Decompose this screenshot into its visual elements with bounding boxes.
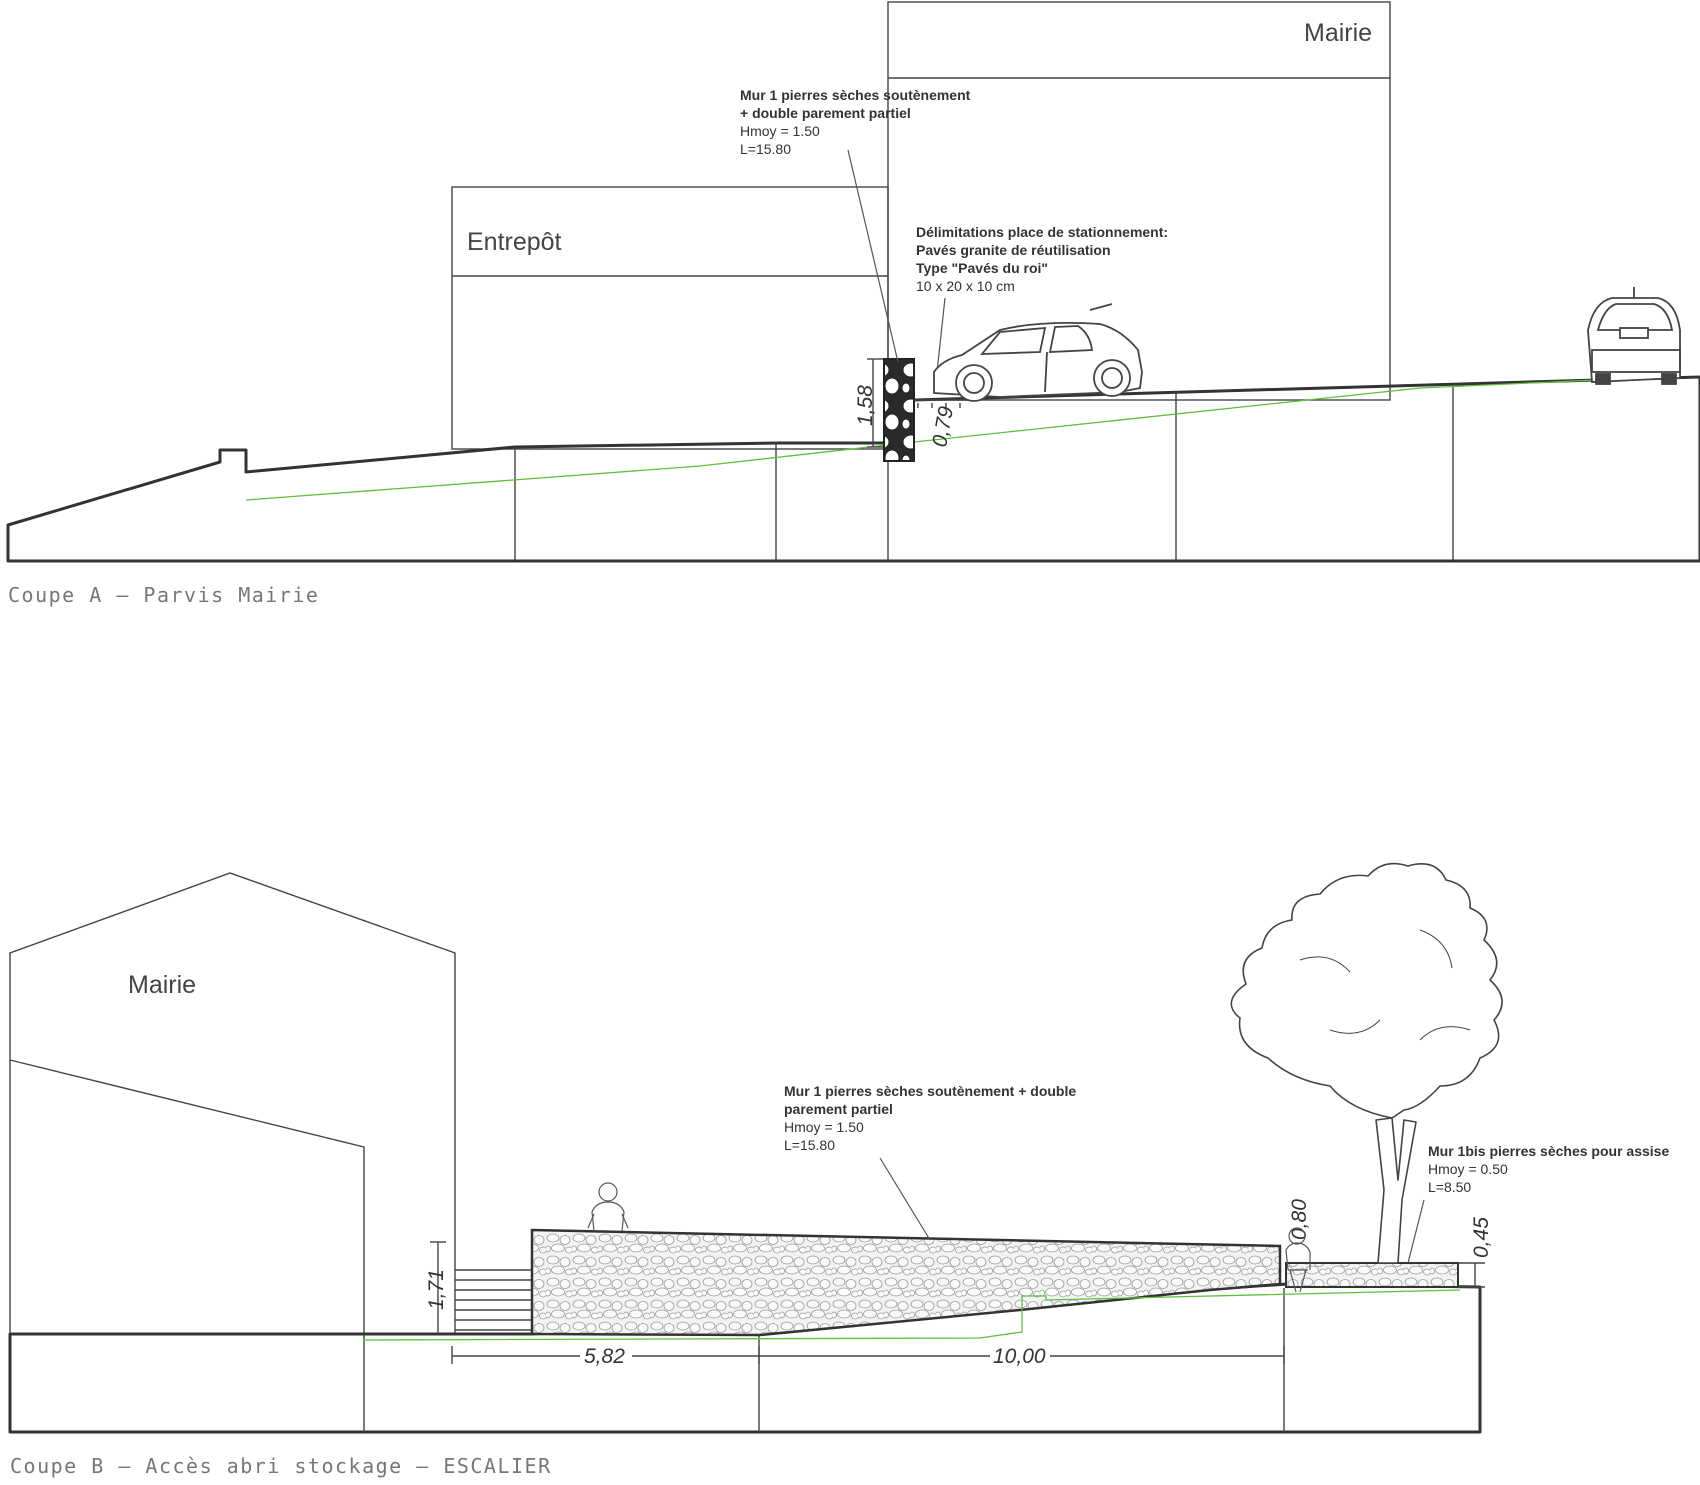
caption-section-a: Coupe A — Parvis Mairie — [8, 583, 319, 607]
svg-text:Hmoy = 1.50: Hmoy = 1.50 — [784, 1119, 864, 1135]
mairie-label-b: Mairie — [128, 971, 196, 999]
svg-text:parement partiel: parement partiel — [784, 1101, 893, 1117]
section-b: Mairie 1,71 5,82 — [8, 862, 1669, 1478]
bench-wall — [1285, 1262, 1459, 1288]
mairie-building-b — [9, 872, 456, 1337]
dim-length-1: 5,82 — [584, 1345, 625, 1368]
svg-text:Hmoy = 1.50: Hmoy = 1.50 — [740, 123, 820, 139]
svg-text:Type "Pavés du roi": Type "Pavés du roi" — [916, 260, 1048, 276]
bench-note: Mur 1bis pierres sèches pour assise Hmoy… — [1428, 1143, 1669, 1195]
svg-text:Mur 1 pierres sèches soutèneme: Mur 1 pierres sèches soutènement + doubl… — [784, 1083, 1076, 1099]
svg-text:L=8.50: L=8.50 — [1428, 1179, 1471, 1195]
stairs — [455, 1269, 532, 1331]
dry-stone-wall-b — [530, 1228, 1282, 1337]
car-rear-icon — [1587, 287, 1681, 385]
svg-text:+ double parement partiel: + double parement partiel — [740, 105, 911, 121]
svg-text:Hmoy = 0.50: Hmoy = 0.50 — [1428, 1161, 1508, 1177]
svg-text:Mur 1bis pierres sèches pour a: Mur 1bis pierres sèches pour assise — [1428, 1143, 1669, 1159]
mairie-label-a: Mairie — [1304, 19, 1372, 47]
entrepot-building — [451, 186, 889, 450]
mairie-building-a — [887, 1, 1391, 401]
svg-text:Mur 1 pierres sèches soutèneme: Mur 1 pierres sèches soutènement — [740, 87, 971, 103]
tree-icon — [1230, 862, 1503, 1264]
svg-text:Pavés granite de réutilisation: Pavés granite de réutilisation — [916, 242, 1111, 258]
car-side-icon — [933, 303, 1143, 402]
dim-length-2: 10,00 — [993, 1345, 1046, 1368]
svg-text:L=15.80: L=15.80 — [740, 141, 791, 157]
wall-note-b: Mur 1 pierres sèches soutènement + doubl… — [784, 1083, 1076, 1153]
wall-note-a: Mur 1 pierres sèches soutènement + doubl… — [740, 87, 971, 157]
seated-person-icon — [1285, 1227, 1311, 1293]
entrepot-label: Entrepôt — [467, 228, 562, 256]
paving-note-a: Délimitations place de stationnement: Pa… — [916, 224, 1168, 294]
person-icon — [587, 1182, 629, 1232]
svg-text:10 x 20 x 10 cm: 10 x 20 x 10 cm — [916, 278, 1015, 294]
svg-text:L=15.80: L=15.80 — [784, 1137, 835, 1153]
caption-section-b: Coupe B — Accès abri stockage — ESCALIER — [10, 1454, 552, 1478]
existing-ground-b — [363, 1289, 1461, 1341]
dim-step-a: 0,79 — [928, 404, 958, 449]
dim-wall-height-a: 1,58 — [854, 385, 877, 426]
section-a: Entrepôt Mairie 1,58 0,79 Mur 1 pierres … — [6, 1, 1700, 607]
dim-bench-height: 0,45 — [1470, 1217, 1493, 1258]
svg-text:Délimitations place de station: Délimitations place de stationnement: — [916, 224, 1168, 240]
dry-stone-wall-a — [883, 358, 915, 462]
dim-wall-end: 0,80 — [1288, 1199, 1311, 1240]
dim-stairs-height: 1,71 — [425, 1269, 448, 1310]
